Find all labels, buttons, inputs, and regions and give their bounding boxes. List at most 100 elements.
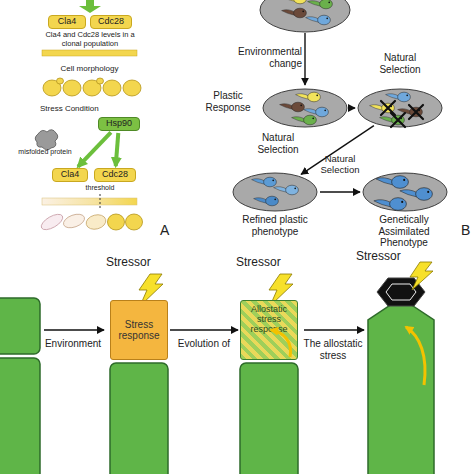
tadpole: [370, 103, 395, 113]
curved-arrow: [271, 330, 291, 357]
yeast-cell: [126, 214, 143, 230]
oval-heading: Plastic Response: [198, 90, 258, 113]
tadpole: [254, 196, 279, 206]
tadpole: [374, 198, 407, 211]
connector-arrow: [170, 329, 238, 331]
population-oval: [260, 0, 350, 32]
level-bar: [42, 50, 137, 56]
elongated-cell: [85, 213, 108, 232]
yeast-cell: [123, 80, 141, 96]
population-oval: Genetically Assimilated Phenotype: [362, 172, 448, 212]
oval-heading: Genetically Assimilated Phenotype: [354, 214, 454, 249]
cross-mark: [391, 113, 405, 127]
arrow: [44, 329, 104, 331]
yeast-cells-row: [43, 78, 141, 96]
green-cells: [0, 298, 434, 474]
tadpole: [292, 115, 317, 125]
curved-arrow: [406, 327, 425, 385]
tadpole: [380, 115, 405, 125]
cross-mark: [381, 101, 395, 115]
tadpole: [280, 102, 305, 112]
stress-response-box: Stress response: [110, 300, 168, 360]
oval-shape: [358, 89, 442, 127]
yeast-bud: [57, 78, 64, 84]
connector-arrow: [116, 133, 119, 166]
stressor-label: Stressor: [356, 250, 426, 264]
annotation: threshold: [78, 184, 122, 192]
yeast-cells-row: [39, 211, 143, 233]
annotation: Cla4 and Cdc28 levels in a clonal popula…: [36, 31, 144, 48]
tadpole: [398, 107, 423, 117]
elongated-cell: [62, 212, 87, 231]
stressor-label: Stressor: [106, 256, 176, 270]
edge-label: Evolution of: [172, 338, 236, 350]
arrow-head: [79, 6, 101, 13]
cell: [0, 298, 40, 354]
tadpole: [274, 185, 299, 195]
tadpoles: [252, 0, 433, 210]
box-text: Cdc28: [98, 17, 124, 27]
yeast-cell: [108, 214, 125, 230]
annotation: Cell morphology: [42, 64, 137, 73]
yeast-bud: [97, 78, 104, 84]
input-arrow: [79, 0, 101, 13]
yeast-cell: [63, 80, 81, 96]
tadpole: [282, 0, 307, 4]
edge-label: Natural Selection: [312, 154, 368, 176]
cell: [0, 358, 40, 474]
arrow: [304, 329, 364, 331]
stress-shield-inner: [386, 284, 416, 300]
oval-outline: [362, 172, 448, 212]
annotation: Environmental change: [226, 46, 302, 69]
oval-outline: [232, 172, 318, 212]
box-text: Cla4: [61, 170, 80, 180]
box-text: Allostatic stress response: [241, 305, 297, 335]
arrow-shaft: [86, 0, 94, 6]
tadpole: [304, 107, 329, 117]
threshold-bar: [42, 198, 137, 205]
annotation: misfolded protein: [12, 148, 78, 156]
population-oval: Plastic Response: [262, 88, 348, 128]
annotation: Stress Condition: [40, 104, 120, 113]
tadpole: [252, 177, 277, 187]
tadpole: [282, 8, 307, 18]
protein-box: Cdc28: [90, 15, 132, 29]
elongated-cell: [39, 211, 65, 233]
misfolded-protein-blob: [35, 130, 58, 150]
connector-arrow: [350, 107, 355, 108]
arrow-label: The allostatic stress: [298, 338, 368, 361]
cell: [240, 363, 298, 474]
threshold-line: [100, 194, 101, 210]
box-text: Hsp90: [106, 119, 132, 129]
tadpole: [296, 92, 321, 102]
chaperone-box: Hsp90: [98, 117, 140, 131]
oval-shape: [263, 89, 347, 127]
tadpole: [306, 15, 331, 25]
box-text: Cla4: [58, 17, 77, 27]
box-text: Stress response: [111, 319, 167, 341]
oval-shape: [363, 173, 447, 211]
oval-heading: Natural Selection: [365, 52, 435, 75]
panel-letter: B: [461, 222, 474, 238]
tadpole: [400, 188, 433, 201]
stressor-label: Stressor: [236, 256, 306, 270]
cross-mark: [409, 105, 423, 119]
pentagon-cell: [368, 298, 434, 474]
connector-arrow: [320, 191, 360, 192]
lightning-bolt: [410, 262, 433, 290]
arrow-label: Environment: [38, 338, 108, 350]
oval-outline: [262, 88, 348, 128]
oval-outline: [357, 88, 443, 128]
box-text: Cdc28: [102, 170, 128, 180]
selection-crosses: [381, 101, 423, 127]
tadpole: [376, 176, 409, 189]
tadpole: [386, 92, 411, 102]
oval-shape: [233, 173, 317, 211]
population-oval: Refined plastic phenotype: [232, 172, 318, 212]
panel-letter: A: [160, 222, 176, 238]
allostatic-box: Allostatic stress response: [240, 300, 298, 360]
cell: [110, 363, 168, 474]
oval-heading: Refined plastic phenotype: [230, 214, 320, 237]
